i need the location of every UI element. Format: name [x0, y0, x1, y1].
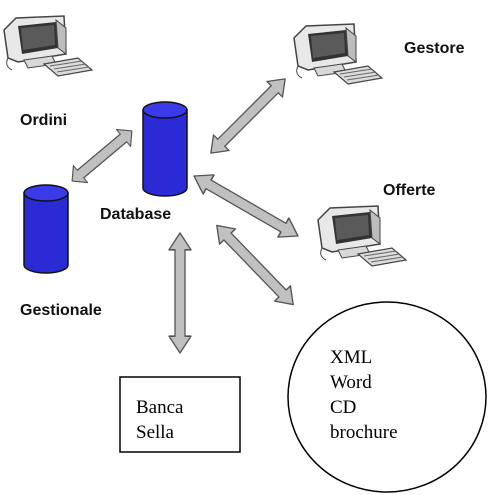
- arrow-gestionale-database: [64, 121, 140, 191]
- label-gestionale: Gestionale: [20, 302, 102, 319]
- gestionale-cylinder-icon: [23, 184, 69, 274]
- label-ordini: Ordini: [20, 112, 68, 129]
- banca-line: Banca: [136, 397, 184, 418]
- format-cd: CD: [330, 397, 357, 418]
- desktop-computer-icon: [3, 15, 93, 77]
- formats-text: XML Word CD brochure: [330, 345, 398, 445]
- format-xml: XML: [330, 347, 373, 368]
- label-offerte: Offerte: [383, 182, 436, 199]
- arrow-gestore-database: [202, 70, 294, 162]
- label-gestore: Gestore: [404, 40, 465, 57]
- desktop-computer-icon: [317, 205, 407, 267]
- banca-sella-text: Banca Sella: [136, 395, 183, 445]
- banca-sella-box: [119, 376, 241, 453]
- formats-circle: [287, 301, 487, 493]
- format-brochure: brochure: [330, 422, 398, 443]
- label-database: Database: [100, 206, 172, 223]
- sella-line: Sella: [136, 422, 174, 443]
- arrow-database-banca: [168, 232, 192, 354]
- database-cylinder-icon: [142, 101, 188, 197]
- desktop-computer-icon: [293, 23, 383, 85]
- arrow-database-offerte: [187, 165, 305, 247]
- format-word: Word: [330, 372, 372, 393]
